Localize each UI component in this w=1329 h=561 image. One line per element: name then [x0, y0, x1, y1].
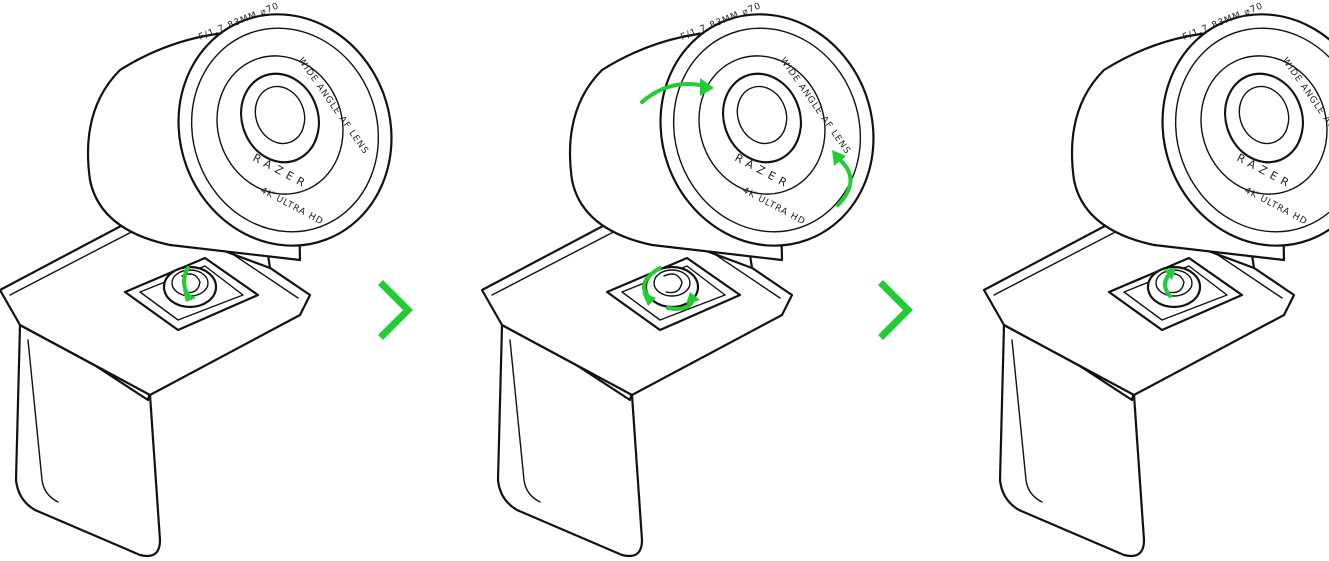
step-2-illustration: RAZER F/1.7 83MM ⌀70 WIDE ANGLE AF LENS … — [480, 0, 907, 558]
chevron-right-icon — [883, 285, 908, 335]
step-3-illustration: RAZER F/1.7 83MM ⌀70 WIDE ANGLE AF LENS … — [982, 0, 1329, 558]
step-1-illustration: RAZER F/1.7 83MM ⌀70 WIDE ANGLE AF LENS … — [0, 0, 425, 558]
chevron-right-icon — [383, 285, 408, 335]
lens-rotate-right-arrow — [832, 150, 853, 207]
knob-rotate-arrow — [642, 266, 700, 311]
knob-rotate-arrow — [1163, 268, 1176, 298]
lens-rotate-top-arrow — [640, 78, 714, 104]
knob-rotate-arrow — [182, 266, 196, 302]
